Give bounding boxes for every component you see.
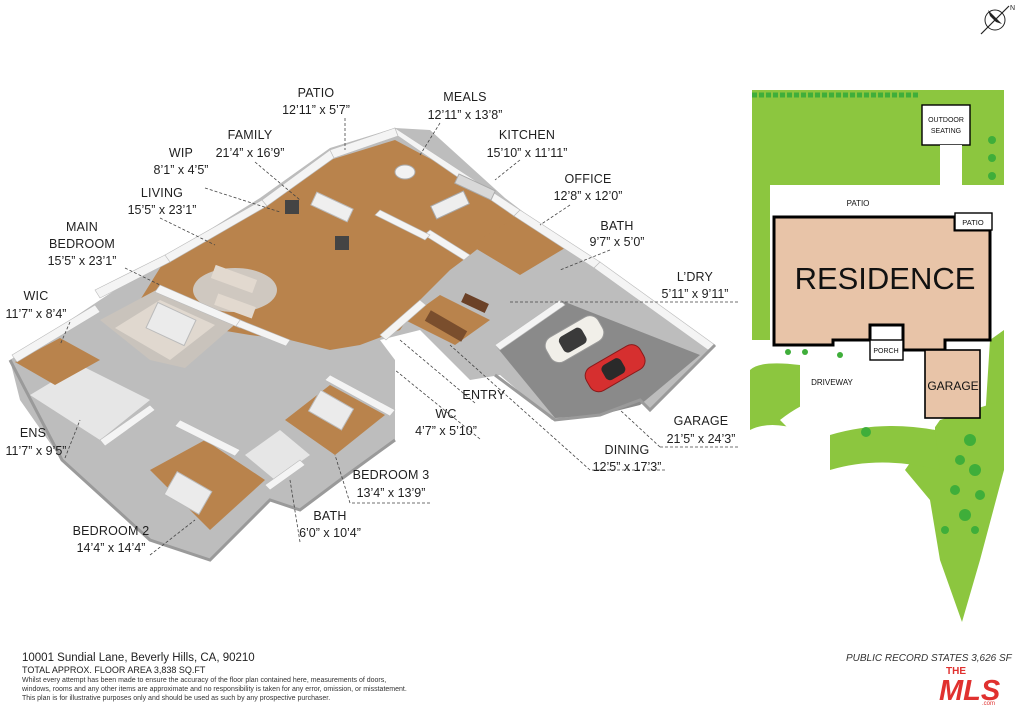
kitchen-counter xyxy=(454,173,496,201)
label-office-dim: 12’8” x 12’0” xyxy=(554,189,623,203)
site-plan: OUTDOOR SEATING PATIO PATIO RESIDENCE PO… xyxy=(750,90,1004,622)
office-desk xyxy=(461,292,489,314)
public-record-note: PUBLIC RECORD STATES 3,626 SF xyxy=(846,653,1012,664)
label-family-dim: 21’4” x 16’9” xyxy=(216,146,285,160)
label-kitchen-dim: 15’10” x 11’11” xyxy=(487,146,568,160)
car-white xyxy=(544,315,605,364)
porch-label: PORCH xyxy=(873,348,898,355)
wic-floor xyxy=(15,338,100,385)
label-office-name: OFFICE xyxy=(564,172,611,186)
label-bedroom2-name: BEDROOM 2 xyxy=(73,524,150,538)
bedroom2-floor xyxy=(150,440,265,530)
label-garage-name: GARAGE xyxy=(674,414,729,428)
outdoor-seating-line1: OUTDOOR xyxy=(928,117,964,124)
seating-path xyxy=(940,145,962,185)
total-area: TOTAL APPROX. FLOOR AREA 3,838 SQ.FT xyxy=(22,665,206,675)
driveway-label: DRIVEWAY xyxy=(811,378,853,387)
label-bath2-dim: 6’0” x 10’4” xyxy=(299,526,361,540)
label-bedroom3-name: BEDROOM 3 xyxy=(353,468,430,482)
bed-bedroom3 xyxy=(307,389,355,431)
trees xyxy=(785,136,996,534)
disclaimer-line-2: windows, rooms and any other items are a… xyxy=(22,686,407,693)
ensuite-floor xyxy=(30,365,150,440)
compass-label: N xyxy=(1010,5,1015,12)
label-dining-dim: 12’5” x 17’3” xyxy=(593,460,662,474)
grass-patch xyxy=(830,426,940,470)
furniture xyxy=(145,164,496,515)
label-meals-dim: 12’11” x 13’8” xyxy=(428,108,503,122)
porch-box xyxy=(869,339,904,361)
label-bedroom2-dim: 14’4” x 14’4” xyxy=(77,541,146,555)
label-bedroom3-dim: 13’4” x 13’9” xyxy=(357,486,426,500)
label-kitchen-name: KITCHEN xyxy=(499,128,555,142)
kitchen-island xyxy=(430,190,470,220)
patio-small-box xyxy=(954,212,993,231)
car-red xyxy=(584,344,646,393)
label-wc-name: WC xyxy=(435,407,456,421)
meals-table xyxy=(394,164,416,180)
residence-label: RESIDENCE xyxy=(795,261,976,296)
garage-base-edge xyxy=(494,343,717,422)
sofa-living xyxy=(210,264,258,294)
label-living-name: LIVING xyxy=(141,186,183,200)
label-ens-dim: 11’7” x 9’5” xyxy=(6,444,67,458)
label-wic-dim: 11’7” x 8’4” xyxy=(6,307,67,321)
garage-box xyxy=(924,349,981,419)
bed-bedroom2 xyxy=(163,471,213,515)
label-bath2-name: BATH xyxy=(313,509,346,523)
label-bath1-dim: 9’7” x 5’0” xyxy=(590,235,645,249)
label-wc-dim: 4’7” x 5’10” xyxy=(415,424,477,438)
label-ens-name: ENS xyxy=(20,426,46,440)
svg-text:THE: THE xyxy=(946,666,966,677)
label-patio-dim: 12’11” x 5’7” xyxy=(282,103,350,117)
chair-family-2 xyxy=(335,236,349,250)
dining-table xyxy=(424,310,468,342)
patio-top-area xyxy=(770,185,1004,217)
label-garage-dim: 21’5” x 24’3” xyxy=(667,432,736,446)
label-wip-dim: 8’1” x 4’5” xyxy=(154,163,209,177)
label-main-bedroom-name-2: BEDROOM xyxy=(49,237,115,251)
bath2-floor xyxy=(245,430,310,480)
label-laundry-dim: 5’11” x 9’11” xyxy=(662,287,729,301)
disclaimer-line-1: Whilst every attempt has been made to en… xyxy=(22,677,387,684)
patio-small-label: PATIO xyxy=(962,218,984,227)
label-wic-name: WIC xyxy=(24,289,49,303)
label-meals-name: MEALS xyxy=(443,90,486,104)
compass-icon: N xyxy=(980,5,1015,35)
label-patio-name: PATIO xyxy=(298,86,335,100)
label-laundry-name: L’DRY xyxy=(677,270,714,284)
room-labels: PATIO 12’11” x 5’7” MEALS 12’11” x 13’8”… xyxy=(6,86,736,555)
garage-floor xyxy=(495,300,700,418)
sofa-living-2 xyxy=(214,293,256,319)
grass-lower-left xyxy=(780,388,935,440)
grass-top-white xyxy=(763,100,918,185)
label-entry-name: ENTRY xyxy=(462,388,506,402)
label-dining-name: DINING xyxy=(605,443,650,457)
label-wip-name: WIP xyxy=(169,146,193,160)
outdoor-seating-box xyxy=(921,104,971,146)
outer-base-edge xyxy=(8,359,396,562)
grass-right-lower xyxy=(985,330,1004,420)
label-main-bedroom-dim: 15’5” x 23’1” xyxy=(48,254,117,268)
mls-logo: THE MLS .com xyxy=(939,666,1001,707)
outdoor-seating-line2: SEATING xyxy=(931,128,961,135)
sofa-family xyxy=(310,191,354,223)
grass-driveway-circle xyxy=(750,363,800,430)
floor-plan-3d xyxy=(8,127,717,562)
label-main-bedroom-name-1: MAIN xyxy=(66,220,98,234)
garage-label: GARAGE xyxy=(927,379,978,393)
patio-top-label: PATIO xyxy=(847,199,870,208)
bed-main xyxy=(145,301,197,347)
chair-family-1 xyxy=(285,200,299,214)
disclaimer-line-3: This plan is for illustrative purposes o… xyxy=(22,695,331,702)
label-bath1-name: BATH xyxy=(600,219,633,233)
label-living-dim: 15’5” x 23’1” xyxy=(128,203,197,217)
label-family-name: FAMILY xyxy=(228,128,273,142)
footer: 10001 Sundial Lane, Beverly Hills, CA, 9… xyxy=(22,652,502,703)
address: 10001 Sundial Lane, Beverly Hills, CA, 9… xyxy=(22,652,255,664)
svg-text:.com: .com xyxy=(982,701,995,707)
leader-lines xyxy=(59,118,738,556)
svg-text:MLS: MLS xyxy=(939,675,1001,707)
